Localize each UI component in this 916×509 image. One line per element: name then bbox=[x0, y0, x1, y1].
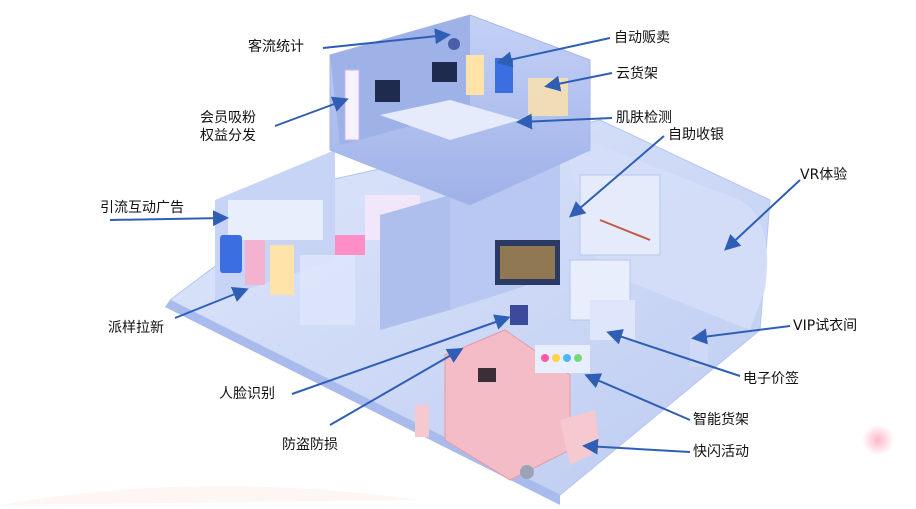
truck-screen bbox=[478, 368, 496, 382]
ad-screen bbox=[220, 235, 242, 273]
arrow-smart-shelf bbox=[584, 373, 691, 421]
arrow-popup bbox=[582, 438, 691, 455]
upper-tables bbox=[380, 100, 520, 140]
truck-wheel bbox=[520, 465, 534, 479]
product-dot bbox=[574, 354, 582, 362]
label-esl: 电子价签 bbox=[743, 371, 799, 387]
arrow-esl bbox=[606, 329, 741, 377]
arrow-self-checkout bbox=[568, 135, 665, 218]
label-vr: VR体验 bbox=[800, 167, 848, 183]
vending-machine bbox=[466, 55, 484, 95]
callout-arrows bbox=[109, 28, 801, 455]
arrow-sampling bbox=[174, 287, 249, 319]
member-display bbox=[344, 69, 360, 141]
ad-wall-panel bbox=[228, 200, 323, 240]
play-table bbox=[335, 235, 365, 255]
product-dot bbox=[541, 354, 549, 362]
vending-screen bbox=[495, 58, 513, 93]
arrow-anti-theft bbox=[329, 348, 464, 426]
label-skin-test: 肌肤检测 bbox=[616, 110, 672, 126]
label-traffic-ads: 引流互动广告 bbox=[100, 200, 184, 216]
arrow-cloud-shelf bbox=[544, 72, 613, 92]
arrow-face-recognition bbox=[291, 314, 511, 395]
label-cloud-shelf: 云货架 bbox=[616, 66, 658, 82]
product-dot bbox=[563, 354, 571, 362]
corner-decoration bbox=[862, 424, 894, 456]
label-sampling: 派样拉新 bbox=[108, 320, 164, 336]
camera-icon bbox=[448, 38, 460, 50]
arrow-vr bbox=[724, 179, 801, 251]
arrow-member-rights bbox=[274, 96, 349, 127]
label-member-rights-1: 会员吸粉 bbox=[200, 110, 256, 126]
product-dot bbox=[552, 354, 560, 362]
basketball-court bbox=[579, 174, 661, 256]
ground-floor-edge bbox=[165, 300, 560, 505]
label-vip-fitting: VIP试衣间 bbox=[793, 318, 858, 334]
poster bbox=[300, 255, 355, 325]
sampling-machine bbox=[245, 240, 265, 285]
label-self-checkout: 自助收银 bbox=[668, 127, 724, 143]
upper-screen-1 bbox=[375, 80, 400, 102]
upper-screen-2 bbox=[432, 62, 457, 82]
label-anti-theft: 防盗防损 bbox=[282, 437, 338, 453]
label-member-rights-2: 权益分发 bbox=[200, 128, 256, 144]
bottom-wave bbox=[0, 486, 420, 505]
face-kiosk bbox=[510, 305, 528, 325]
video-content bbox=[500, 246, 555, 279]
center-wall bbox=[380, 195, 450, 330]
label-visitor-stats: 客流统计 bbox=[248, 39, 304, 55]
court-line bbox=[599, 219, 651, 241]
label-vending: 自动贩卖 bbox=[614, 30, 670, 46]
label-popup: 快闪活动 bbox=[693, 444, 749, 460]
label-face-recognition: 人脸识别 bbox=[219, 386, 275, 402]
arrow-visitor-stats bbox=[322, 28, 451, 49]
arrow-vending bbox=[496, 37, 611, 68]
arrow-skin-test bbox=[516, 113, 613, 130]
arrow-vip-fitting bbox=[691, 325, 791, 345]
truck-stand bbox=[415, 405, 429, 437]
label-smart-shelf: 智能货架 bbox=[693, 412, 749, 428]
arrow-traffic-ads bbox=[109, 210, 229, 227]
sample-display bbox=[270, 245, 294, 295]
